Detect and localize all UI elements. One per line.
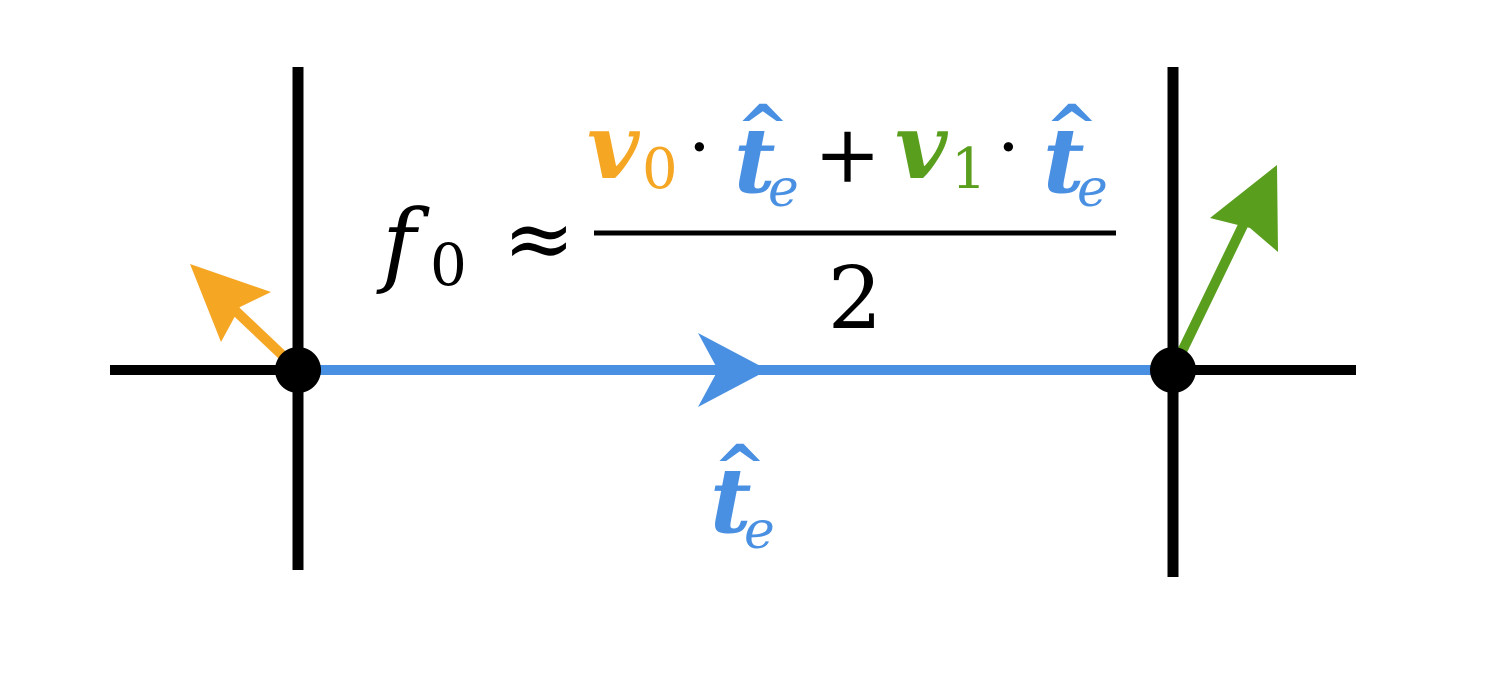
- t-hat-accent-2: ^: [1045, 91, 1099, 166]
- v1-vector-arrowhead: [1210, 165, 1278, 252]
- dot-operator-2: ·: [997, 105, 1020, 189]
- plus-operator: +: [814, 108, 881, 201]
- v1-subscript: 1: [951, 137, 987, 202]
- lhs-subscript: 0: [430, 231, 467, 299]
- approx-sign: ≈: [503, 189, 575, 289]
- edge-label-hat: ^: [713, 431, 767, 506]
- edge-label-symbol: t: [710, 448, 752, 554]
- denominator: 2: [828, 249, 883, 349]
- vertex-right: [1150, 347, 1196, 393]
- v0-symbol: v: [587, 94, 641, 200]
- t-symbol-1: t: [734, 108, 776, 214]
- v0-subscript: 0: [642, 137, 678, 202]
- t-subscript-2: e: [1077, 159, 1108, 219]
- lhs-symbol: f: [376, 190, 430, 297]
- dot-operator-1: ·: [688, 105, 711, 189]
- edge-label-subscript: e: [744, 501, 775, 561]
- vertex-left: [275, 347, 321, 393]
- t-subscript-1: e: [768, 159, 799, 219]
- t-hat-accent-1: ^: [736, 91, 790, 166]
- t-symbol-2: t: [1043, 108, 1085, 214]
- v0-vector-arrowhead: [190, 264, 271, 342]
- v1-symbol: v: [895, 94, 949, 200]
- v1-vector-shaft: [1168, 212, 1253, 373]
- edge-direction-arrowhead: [698, 333, 768, 407]
